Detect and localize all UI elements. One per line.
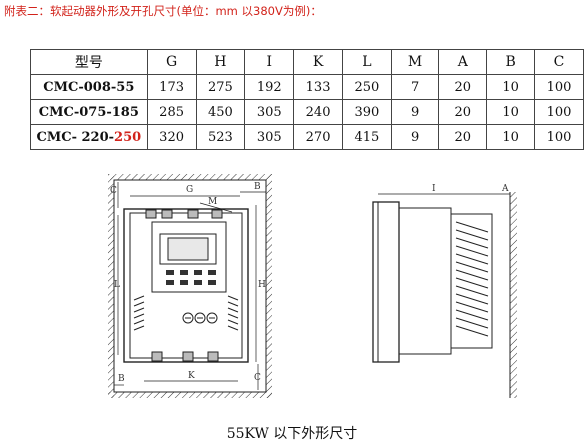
side-view [372,192,517,398]
side-heatsink [450,213,493,349]
table-caption: 附表二：软起动器外形及开孔尺寸(单位：mm 以380V为例)： [4,4,322,18]
side-front-cover [372,201,400,363]
front-view [108,174,272,398]
value-cell: 173 [146,74,197,100]
vent-slots-left [133,295,145,331]
model-cell: CMC- 220-250 [30,124,148,150]
model-prefix: CMC- 220- [36,129,115,145]
display-frame [159,233,217,265]
label-m: M [208,197,217,207]
label-l: L [114,280,120,290]
value-cell: 415 [341,124,392,150]
label-b-top: B [254,182,261,192]
label-i: I [432,184,436,194]
lcd-display [167,237,209,261]
table-row: CMC-008-55 173 275 192 133 250 7 20 10 1… [30,74,584,100]
side-body [398,207,452,355]
label-c-bottom: C [254,373,261,383]
label-c-top: C [110,186,117,196]
dimension-table: 型号 G H I K L M A B C CMC-008-55 173 275 … [30,49,584,150]
label-g: G [186,185,193,195]
keypad [166,270,216,285]
col-header-model: 型号 [30,49,148,75]
value-cell: 10 [486,74,536,100]
model-cell: CMC-008-55 [30,74,148,100]
table-row: CMC-075-185 285 450 305 240 390 9 20 10 … [30,99,584,125]
value-cell: 10 [486,124,536,150]
label-h: H [258,280,266,290]
value-cell: 20 [438,74,488,100]
wall-hatch-left [108,174,114,398]
side-wall-hatch [510,192,517,398]
wall-hatch-top [108,174,272,180]
value-cell: 523 [195,124,246,150]
label-b-bottom: B [118,374,125,384]
screw-terminals [182,312,218,324]
top-terminals [145,209,223,219]
value-cell: 9 [390,124,440,150]
starter-inner [129,212,243,359]
col-header-c: C [534,49,584,75]
label-a: A [501,184,509,194]
side-dimension-labels: I A [432,184,509,194]
leader-m [199,202,233,213]
col-header-m: M [390,49,440,75]
col-header-k: K [293,49,343,75]
col-header-b: B [486,49,536,75]
col-header-l: L [341,49,392,75]
table-header-row: 型号 G H I K L M A B C [30,49,584,75]
drawing-caption: 55KW 以下外形尺寸 [226,426,358,442]
mounting-frame [113,179,267,393]
model-suffix-highlight: 250 [114,129,142,145]
value-cell: 240 [293,99,343,125]
value-cell: 305 [244,99,295,125]
col-header-h: H [195,49,246,75]
front-dimension-labels: G B C M L H B K C [110,182,266,384]
starter-body [123,208,249,363]
label-k: K [188,371,195,381]
wall-hatch-bottom [108,392,272,398]
bottom-terminals [151,351,219,362]
value-cell: 20 [438,124,488,150]
control-panel [151,221,227,293]
wall-hatch-right [266,174,272,398]
value-cell: 285 [146,99,197,125]
value-cell: 100 [534,74,584,100]
side-heatsink-fins [455,221,489,337]
col-header-i: I [244,49,295,75]
vent-slots-right [227,295,239,331]
table-row: CMC- 220-250 320 523 305 270 415 9 20 10… [30,124,584,150]
value-cell: 100 [534,124,584,150]
